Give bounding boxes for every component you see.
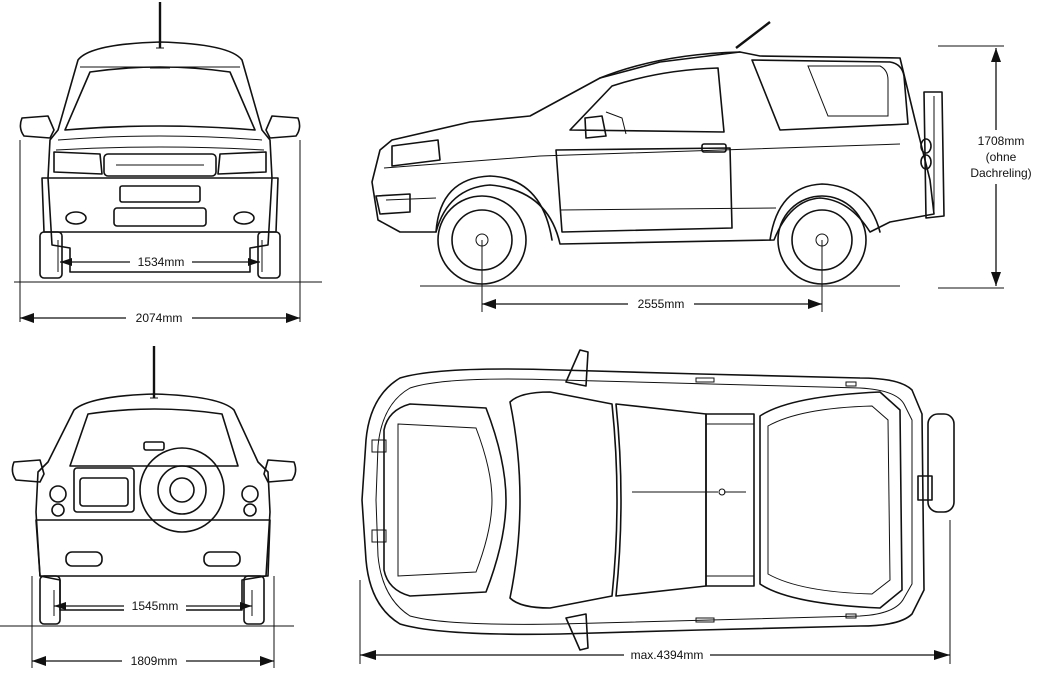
height-label-line2: (ohne	[986, 150, 1017, 164]
dimension-front-track: 1534mm	[60, 255, 260, 270]
wheelbase-label: 2555mm	[638, 297, 685, 311]
height-label-line3: Dachreling)	[970, 166, 1031, 180]
dimension-rear-width: 1809mm	[32, 654, 274, 669]
dimension-rear-track: 1545mm	[54, 599, 252, 614]
rear-width-label: 1809mm	[131, 654, 178, 668]
rear-view	[0, 346, 297, 668]
front-view	[14, 2, 322, 322]
height-label-line1: 1708mm	[978, 134, 1025, 148]
front-track-label: 1534mm	[138, 255, 185, 269]
dimension-height: 1708mm (ohne Dachreling)	[968, 48, 1034, 286]
top-view	[359, 349, 955, 664]
front-width-label: 2074mm	[136, 311, 183, 325]
dimension-length: max.4394mm	[360, 648, 950, 663]
dimension-front-width: 2074mm	[20, 311, 300, 326]
side-view	[371, 21, 1004, 312]
dimension-wheelbase: 2555mm	[482, 297, 822, 312]
length-label: max.4394mm	[631, 648, 704, 662]
rear-track-label: 1545mm	[132, 599, 179, 613]
